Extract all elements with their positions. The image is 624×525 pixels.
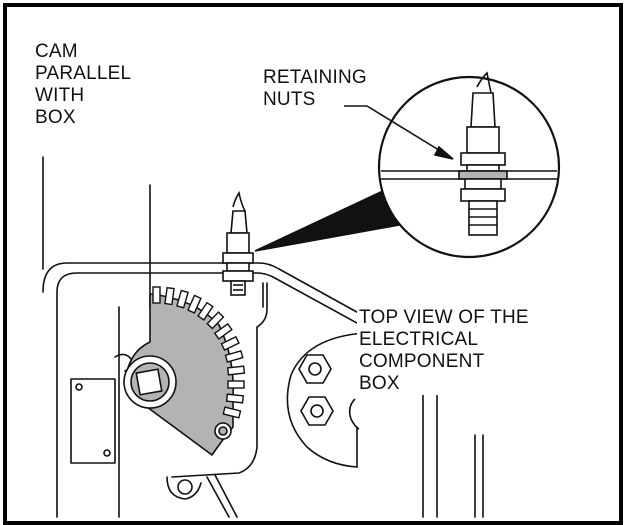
retaining-nuts-leader xyxy=(344,105,454,160)
cam-teeth xyxy=(152,286,246,419)
switch-screw-top xyxy=(75,383,83,391)
switch-plate xyxy=(70,378,116,464)
bracket-hole xyxy=(177,479,193,495)
component-box-drawing xyxy=(42,71,561,518)
panel-arc xyxy=(286,332,366,468)
compartment-right-wall xyxy=(171,282,268,478)
sensor-probe xyxy=(222,190,254,296)
switch-screw-bottom xyxy=(103,449,111,457)
bracket-rod-2 xyxy=(214,474,238,518)
bracket-rod xyxy=(206,476,230,518)
cam-parallel-label: CAM PARALLEL WITH BOX xyxy=(35,41,132,128)
magnifier-wedge xyxy=(254,187,401,252)
hex-nut-bottom-center xyxy=(310,404,324,418)
hex-nut-top-center xyxy=(308,362,322,376)
cam-hub xyxy=(123,355,232,440)
top-view-label: TOP VIEW OF THE ELECTRICAL COMPONENT BOX xyxy=(357,307,531,395)
hex-nut-partial xyxy=(348,398,360,430)
retaining-nuts-label: RETAINING NUTS xyxy=(263,67,367,110)
magnified-sensor xyxy=(381,71,557,236)
bottom-bracket xyxy=(166,476,202,500)
diagram-frame: CAM PARALLEL WITH BOX RETAINING NUTS TOP… xyxy=(3,3,623,525)
